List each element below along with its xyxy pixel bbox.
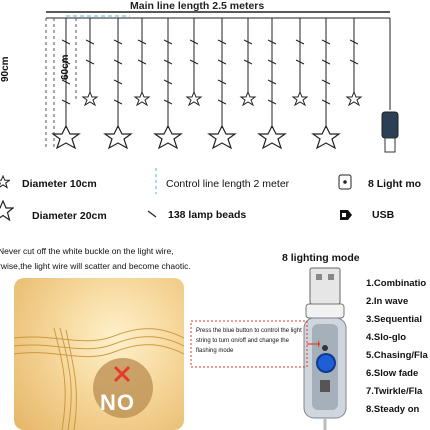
spec-control-line: Control line length 2 meter xyxy=(166,178,290,190)
small-star-icon xyxy=(0,175,10,189)
spec-diameter-large: Diameter 20cm xyxy=(32,210,107,222)
mode-item-2: 2.In wave xyxy=(366,296,409,307)
lighting-mode-title: 8 lighting mode xyxy=(282,252,360,264)
mode-item-7: 7.Twirkle/Fla xyxy=(366,386,423,397)
mode-item-6: 6.Slow fade xyxy=(366,368,419,379)
mode-control-button[interactable] xyxy=(318,355,334,371)
spec-usb: USB xyxy=(372,209,395,221)
curtain-light-diagram xyxy=(45,11,399,153)
spec-light-modes: 8 Light mo xyxy=(368,178,422,190)
mode-item-5: 5.Chasing/Fla xyxy=(366,350,428,361)
button-instruction-note: Press the blue button to control the lig… xyxy=(196,328,302,354)
lamp-bead-icon xyxy=(147,210,157,218)
no-badge-text: NO xyxy=(100,390,135,415)
wire-strands-illustration xyxy=(14,327,184,430)
large-star-icon xyxy=(0,200,14,222)
dashed-line-icon xyxy=(155,168,157,194)
mode-item-4: 4.Slo-glo xyxy=(366,332,407,343)
spec-lamp-beads: 138 lamp beads xyxy=(168,209,247,221)
lighting-mode-list: 1.Combinatio 2.In wave 3.Sequential 4.Sl… xyxy=(366,277,428,421)
mode-item-3: 3.Sequential xyxy=(366,314,422,325)
warning-line-2: rwise,the light wire will scatter and be… xyxy=(0,261,191,271)
cross-mark-icon xyxy=(113,365,131,383)
height-90-label: 90cm xyxy=(0,56,11,82)
height-60-label: 60cm xyxy=(60,54,71,80)
warning-line-1: Never cut off the white buckle on the li… xyxy=(0,246,174,256)
main-line-label: Main line length 2.5 meters xyxy=(130,0,265,12)
spec-diameter-small: Diameter 10cm xyxy=(22,178,97,190)
wire-buckle-photo xyxy=(14,278,184,430)
mode-item-8: 8.Steady on xyxy=(366,404,420,415)
mode-item-1: 1.Combinatio xyxy=(366,278,427,289)
no-badge-circle xyxy=(93,358,153,418)
usb-plug-icon xyxy=(340,210,352,220)
callout-box xyxy=(190,320,320,368)
mode-box-icon xyxy=(338,174,352,190)
